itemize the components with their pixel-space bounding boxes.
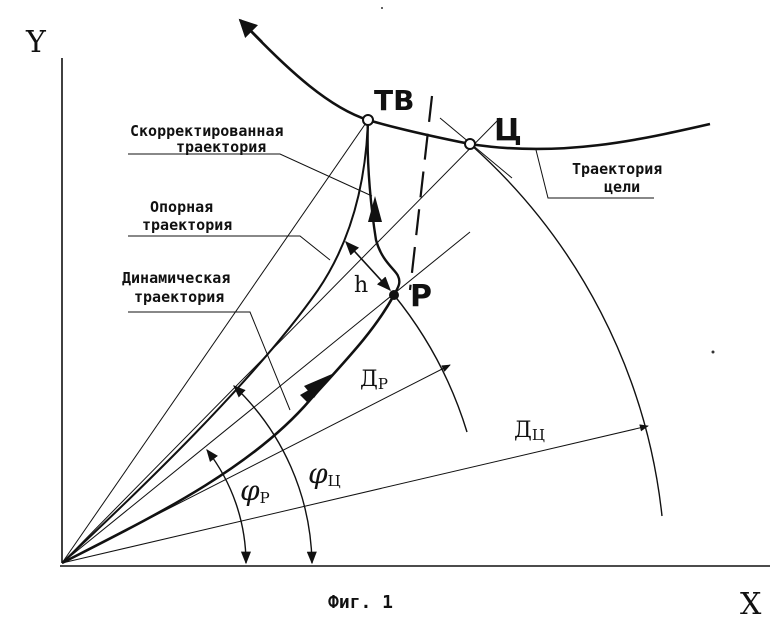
label-dp-main: Д [360, 367, 378, 392]
label-phi-c-sub: Ц [328, 472, 341, 490]
label-dynamic-2: траектория [134, 288, 224, 306]
label-p: Р [410, 279, 432, 314]
leader-target [535, 149, 654, 199]
x-axis-label: X [740, 587, 762, 622]
h-indicator [345, 240, 391, 292]
reference-trajectory [61, 119, 369, 564]
label-phi-c-main: φ [308, 457, 328, 490]
ray-to-target [61, 117, 501, 564]
leader-reference [128, 235, 331, 261]
label-dc: ДЦ [514, 418, 545, 444]
speck-right [711, 350, 715, 354]
label-target-1: Траектория [572, 160, 662, 178]
figure-caption: Фиг. 1 [328, 592, 393, 613]
label-dp-sub: Р [378, 375, 388, 393]
leader-corrected [128, 153, 373, 197]
label-phi-c: φЦ [308, 457, 341, 490]
corrected-arrow [368, 196, 382, 222]
point-tb [362, 114, 374, 126]
arc-dp [393, 294, 468, 433]
arc-dc [469, 143, 663, 517]
label-corrected-1: Скорректированная [130, 122, 284, 140]
label-target: Ц [494, 113, 522, 148]
label-h: h [354, 273, 368, 298]
ray-to-tb [61, 119, 369, 564]
y-axis-label: Y [25, 25, 47, 60]
label-corrected-2: траектория [176, 138, 266, 156]
speck-top [381, 7, 383, 9]
point-p [389, 290, 399, 300]
label-dp: ДР [360, 367, 388, 393]
dashed-line [408, 95, 434, 291]
label-dc-main: Д [514, 418, 532, 443]
label-tb: ТВ [374, 84, 414, 117]
point-target [464, 138, 476, 150]
ray-dc [61, 424, 649, 564]
target-trajectory [245, 25, 711, 151]
label-dc-sub: Ц [532, 426, 545, 444]
label-phi-p: φР [240, 474, 270, 507]
leader-dynamic [128, 311, 291, 411]
label-phi-p-main: φ [240, 474, 260, 507]
label-target-2: цели [604, 178, 640, 196]
label-phi-p-sub: Р [260, 489, 270, 507]
label-dynamic-1: Динамическая [122, 269, 230, 287]
tangent-line [439, 117, 513, 179]
label-reference-1: Опорная [150, 198, 213, 216]
target-direction-arrow [238, 18, 263, 43]
angle-arc-phi-c [233, 385, 317, 565]
label-reference-2: траектория [142, 216, 232, 234]
